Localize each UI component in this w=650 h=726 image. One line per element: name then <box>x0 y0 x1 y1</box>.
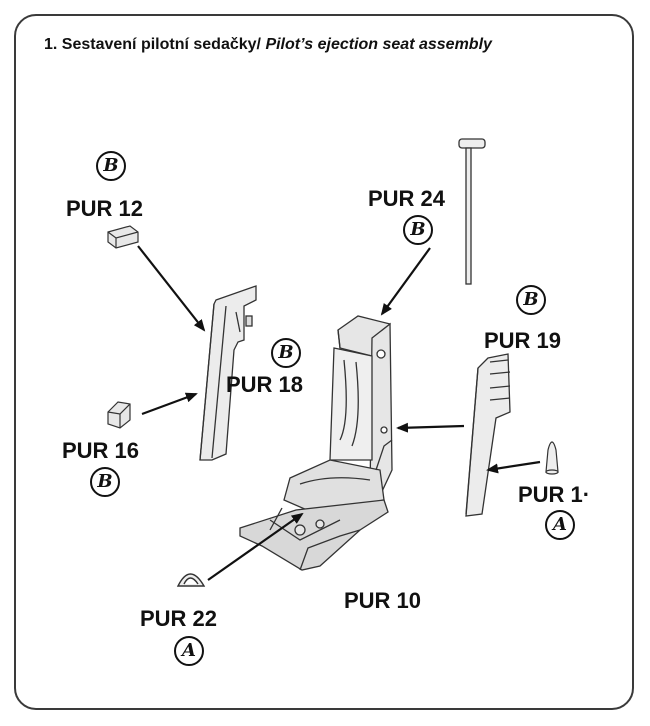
arrow-pur24 <box>380 247 431 316</box>
part-pur24-rod <box>458 138 486 285</box>
label-pur16: PUR 16 <box>62 438 140 463</box>
part-pur22-handle <box>176 573 206 587</box>
badge-pur24: B <box>403 215 433 245</box>
assembly-arrows <box>137 245 541 581</box>
arrow-pur12 <box>137 245 206 332</box>
arrow-pur16 <box>141 392 198 416</box>
label-pur12: PUR 12 <box>66 196 144 221</box>
title-czech: 1. Sestavení pilotní sedačky/ <box>44 36 261 53</box>
label-pur10: PUR 10 <box>344 588 422 613</box>
arrow-pur19 <box>396 422 465 433</box>
badge-pur14: A <box>545 510 575 540</box>
badge-pur22: A <box>174 636 204 666</box>
label-pur18: PUR 18 <box>226 372 304 397</box>
label-pur22: PUR 22 <box>140 606 218 631</box>
part-pur14-pin <box>545 441 559 475</box>
title-english: Pilot’s ejection seat assembly <box>265 36 492 53</box>
badge-pur12: B <box>96 151 126 181</box>
arrow-pur14 <box>486 460 541 474</box>
arrow-pur22 <box>207 512 304 581</box>
step-title: 1. Sestavení pilotní sedačky/ Pilot’s ej… <box>44 36 492 54</box>
part-pur10-seat <box>239 315 393 571</box>
label-pur14: PUR 1· <box>518 482 591 507</box>
badge-pur16: B <box>90 467 120 497</box>
label-pur19: PUR 19 <box>484 328 562 353</box>
instruction-frame <box>14 14 634 710</box>
badge-pur18: B <box>271 338 301 368</box>
label-pur24: PUR 24 <box>368 186 446 211</box>
part-pur18-rail <box>199 285 257 461</box>
part-pur16-block <box>107 401 131 429</box>
part-pur12-block <box>107 225 139 249</box>
part-pur19-rail <box>465 353 511 517</box>
badge-pur19: B <box>516 285 546 315</box>
